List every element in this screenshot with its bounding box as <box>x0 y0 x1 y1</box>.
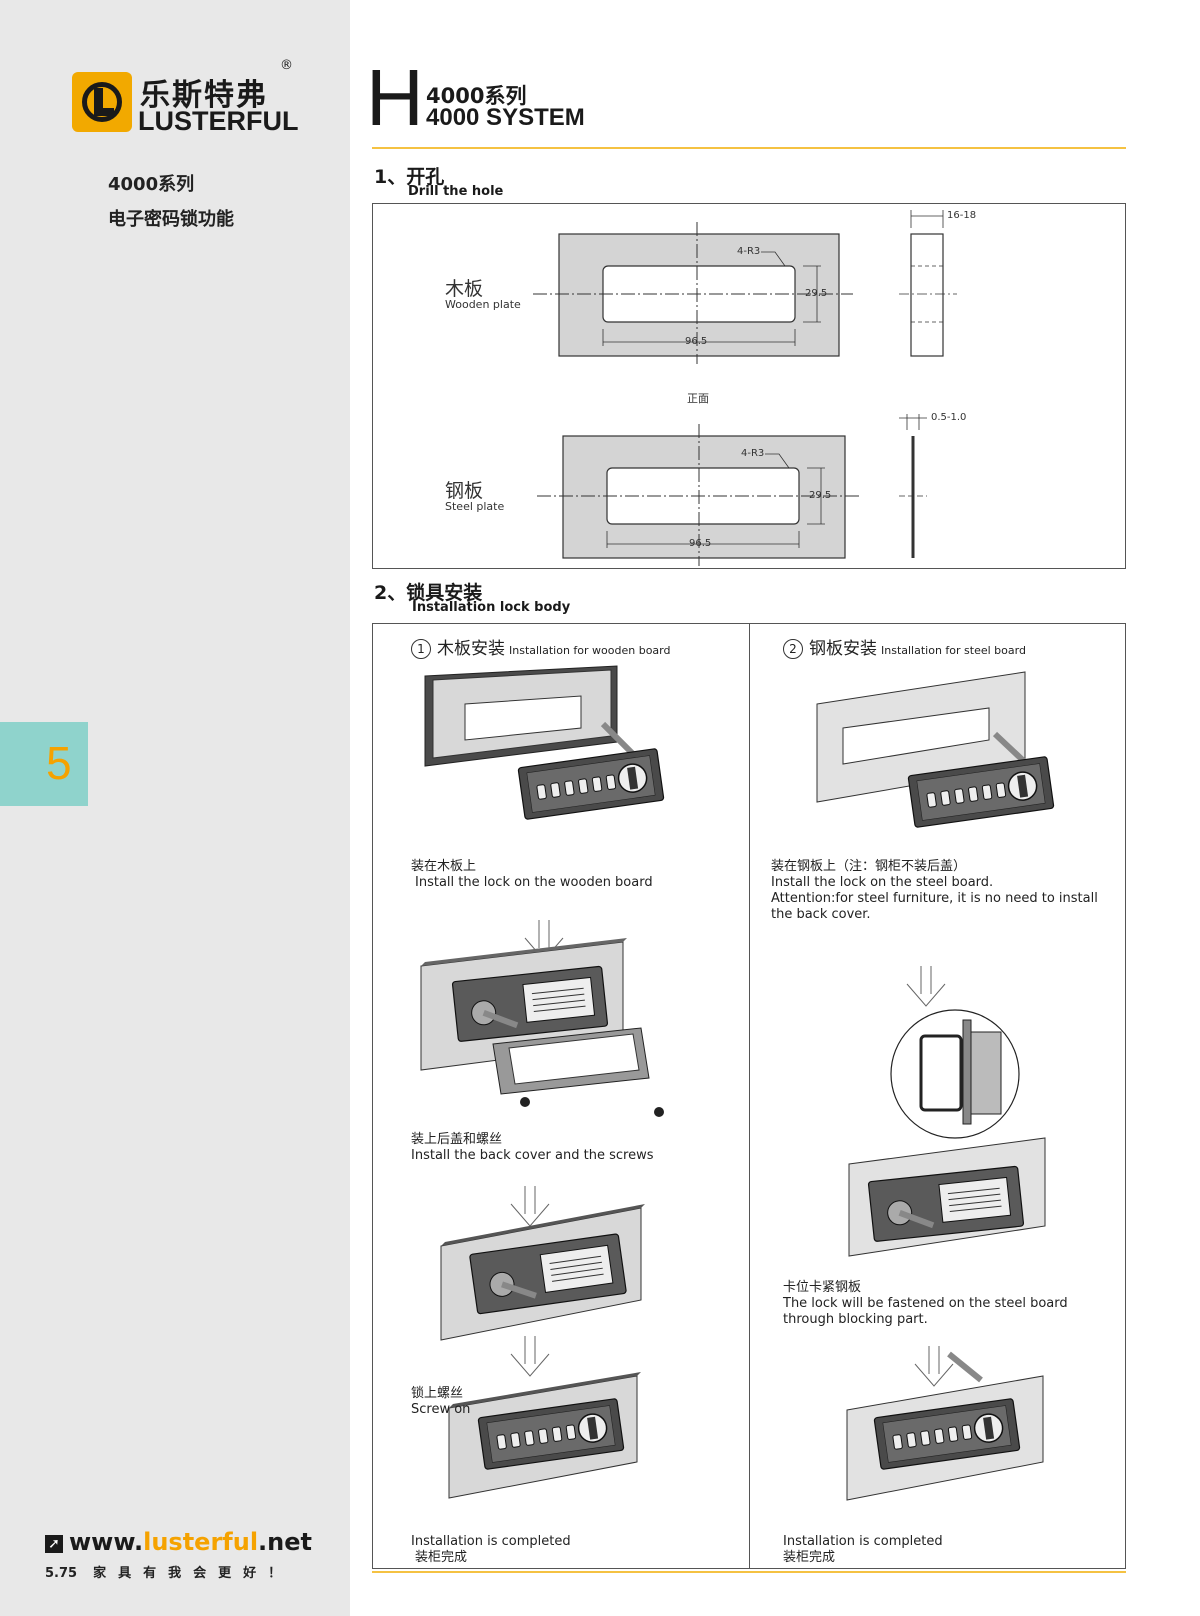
header-series-cn: 4000系列 <box>426 84 527 108</box>
sidebar-function: 电子密码锁功能 <box>108 209 234 230</box>
right-step2-cn: 卡位卡紧钢板 <box>783 1280 862 1295</box>
column-divider <box>749 624 750 1568</box>
wood-thickness-dimension: 16-18 <box>947 210 977 221</box>
left-done-en: Installation is completed <box>411 1534 571 1549</box>
left-step2-en: Install the back cover and the screws <box>411 1148 654 1163</box>
height-dimension-steel: 29.5 <box>809 490 832 501</box>
drill-hole-drawing <box>533 210 957 566</box>
website-accent: lusterful <box>143 1528 259 1556</box>
left-step3-en: Screw on <box>411 1402 471 1417</box>
wooden-install-heading: 1 木板安装 Installation for wooden board <box>411 634 670 659</box>
step-number-circle: 2 <box>783 639 803 659</box>
radius-dimension-wood: 4-R3 <box>737 246 761 257</box>
steel-plate-label-cn: 钢板 <box>445 480 484 502</box>
drill-hole-panel: 木板 Wooden plate 钢板 Steel plate 正面 4-R3 2… <box>372 203 1126 569</box>
steel-install-heading: 2 钢板安装 Installation for steel board <box>783 634 1026 659</box>
front-view-label: 正面 <box>687 392 709 405</box>
steel-thickness-dimension: 0.5-1.0 <box>931 412 967 423</box>
slogan-text: 家具有我会更好！ <box>93 1566 294 1581</box>
brand-name-cn: 乐斯特弗 <box>140 78 268 113</box>
brand-logo-icon <box>72 72 132 132</box>
registered-mark: ® <box>280 58 293 73</box>
version-number: 5.75 <box>45 1566 78 1581</box>
wooden-install-heading-en: Installation for wooden board <box>509 644 671 657</box>
page-tab: 5 <box>0 722 88 806</box>
footer-slogan: 5.75 家具有我会更好！ <box>45 1562 293 1581</box>
page-tab-number: 5 <box>46 737 72 789</box>
right-done-en: Installation is completed <box>783 1534 943 1549</box>
left-step3-cn: 锁上螺丝 <box>411 1386 464 1401</box>
step-number-circle: 1 <box>411 639 431 659</box>
right-done-cn: 装柜完成 <box>783 1550 836 1565</box>
width-dimension-steel: 96.5 <box>689 538 712 549</box>
website-prefix: www. <box>69 1528 144 1556</box>
footer-divider <box>372 1571 1126 1573</box>
left-step3-caption: 锁上螺丝 Screw on <box>411 1386 470 1418</box>
header-series-en: 4000 SYSTEM <box>426 104 585 131</box>
right-step2-en2: through blocking part. <box>783 1312 928 1327</box>
left-step2-cn: 装上后盖和螺丝 <box>411 1132 503 1147</box>
right-step2-en1: The lock will be fastened on the steel b… <box>783 1296 1068 1311</box>
brand-name-en: LUSTERFUL <box>138 106 299 136</box>
wooden-plate-label-cn: 木板 <box>445 278 484 300</box>
wooden-install-heading-cn: 木板安装 <box>437 639 505 659</box>
right-done-caption: Installation is completed 装柜完成 <box>783 1534 943 1566</box>
header-divider <box>372 147 1126 149</box>
left-done-cn: 装柜完成 <box>415 1550 468 1565</box>
section2-title-cn: 2、锁具安装 <box>374 582 483 604</box>
left-step1-caption: 装在木板上 Install the lock on the wooden boa… <box>411 859 653 891</box>
sidebar: 乐斯特弗 LUSTERFUL ® 4000系列 电子密码锁功能 5 ➚ www.l… <box>0 0 350 1616</box>
steel-install-heading-en: Installation for steel board <box>881 644 1026 657</box>
section1-title-en: Drill the hole <box>408 184 504 199</box>
right-step1-caption: 装在钢板上（注：钢柜不装后盖） Install the lock on the … <box>771 859 1098 923</box>
wooden-plate-label-en: Wooden plate <box>445 298 521 311</box>
radius-dimension-steel: 4-R3 <box>741 448 765 459</box>
steel-install-heading-cn: 钢板安装 <box>809 639 877 659</box>
installation-panel: 1 木板安装 Installation for wooden board 装在木板上… <box>372 623 1126 1569</box>
left-step2-caption: 装上后盖和螺丝 Install the back cover and the s… <box>411 1132 653 1164</box>
arrow-link-icon: ➚ <box>45 1535 63 1553</box>
right-step1-en: Install the lock on the steel board. <box>771 875 994 890</box>
installation-drawing <box>420 665 1055 1501</box>
steel-plate-label-en: Steel plate <box>445 500 505 513</box>
right-step1-note2: the back cover. <box>771 907 871 922</box>
right-step2-caption: 卡位卡紧钢板 The lock will be fastened on the … <box>783 1280 1068 1328</box>
left-step1-en: Install the lock on the wooden board <box>415 875 653 890</box>
section-letter: H <box>366 53 424 142</box>
width-dimension-wood: 96.5 <box>685 336 708 347</box>
height-dimension-wood: 29.5 <box>805 288 828 299</box>
right-step1-note1: Attention:for steel furniture, it is no … <box>771 891 1098 906</box>
website-suffix: .net <box>258 1528 312 1556</box>
left-step1-cn: 装在木板上 <box>411 859 477 874</box>
left-done-caption: Installation is completed 装柜完成 <box>411 1534 571 1566</box>
right-step1-cn: 装在钢板上（注：钢柜不装后盖） <box>771 859 967 874</box>
section2-title-en: Installation lock body <box>412 600 571 615</box>
website-link[interactable]: ➚ www.lusterful.net <box>45 1528 312 1556</box>
sidebar-series: 4000系列 <box>108 174 195 195</box>
section1-title-cn: 1、开孔 <box>374 166 445 188</box>
